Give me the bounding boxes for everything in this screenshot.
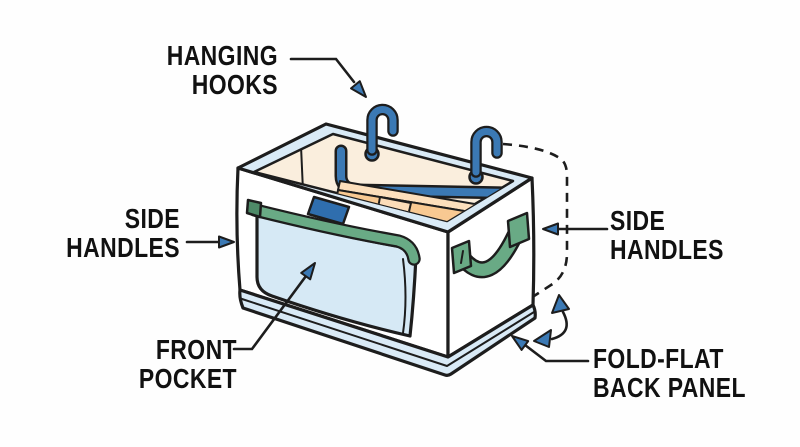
label-fold-flat-back-panel: FOLD-FLAT BACK PANEL xyxy=(593,344,761,402)
label-front-pocket-line2: POCKET xyxy=(138,363,237,394)
hanging-hooks-shape xyxy=(366,103,503,178)
hook-left xyxy=(368,106,397,154)
pocket-crease xyxy=(402,258,407,334)
label-side-handles-right: SIDE HANDLES xyxy=(610,206,766,264)
label-hanging-hooks: HANGING HOOKS xyxy=(147,41,278,99)
label-hanging-hooks-line2: HOOKS xyxy=(191,69,278,100)
arrow-front-pocket xyxy=(232,274,308,351)
arrow-hanging-hooks-head xyxy=(350,80,367,98)
arrow-hanging-hooks xyxy=(289,57,356,84)
arrow-side-handles-left-head xyxy=(218,235,235,249)
arrow-fold-flat-head xyxy=(511,335,530,351)
box-bottom-trim-midline xyxy=(241,298,535,367)
label-fold-flat-line2: BACK PANEL xyxy=(593,372,746,403)
label-front-pocket-line1: FRONT xyxy=(155,334,237,365)
arrow-side-handles-right-head xyxy=(542,222,559,236)
label-side-handles-right-line2: HANDLES xyxy=(610,234,724,265)
fold-arrow-head-top xyxy=(551,294,570,314)
pocket-trim xyxy=(250,205,419,264)
handle-stitch xyxy=(460,250,464,264)
interior-corner-seam xyxy=(300,145,304,192)
pocket-corner-tab xyxy=(245,198,263,219)
label-front-pocket: FRONT POCKET xyxy=(106,335,237,393)
label-side-handles-right-line1: SIDE xyxy=(610,205,666,236)
hook-right xyxy=(472,128,501,176)
label-side-handles-left-line1: SIDE xyxy=(124,203,180,234)
label-side-handles-left-line2: HANDLES xyxy=(66,232,180,263)
fold-arrow-head-bottom xyxy=(533,329,552,348)
fold-motion-arrow xyxy=(533,294,570,348)
arrow-fold-flat xyxy=(523,343,590,363)
handle-mount-right xyxy=(506,211,531,249)
fold-flat-dashed-outline xyxy=(502,142,569,298)
label-fold-flat-line1: FOLD-FLAT xyxy=(593,343,724,374)
label-side-handles-left: SIDE HANDLES xyxy=(49,204,180,262)
box-bottom-trim xyxy=(238,288,537,377)
label-arrows xyxy=(185,57,609,363)
side-handle-right-shape xyxy=(450,211,531,279)
front-pocket-shape xyxy=(245,198,421,338)
label-hanging-hooks-line1: HANGING xyxy=(166,40,278,71)
arrow-front-pocket-head xyxy=(300,262,316,281)
fold-arrow-arc xyxy=(550,310,568,341)
